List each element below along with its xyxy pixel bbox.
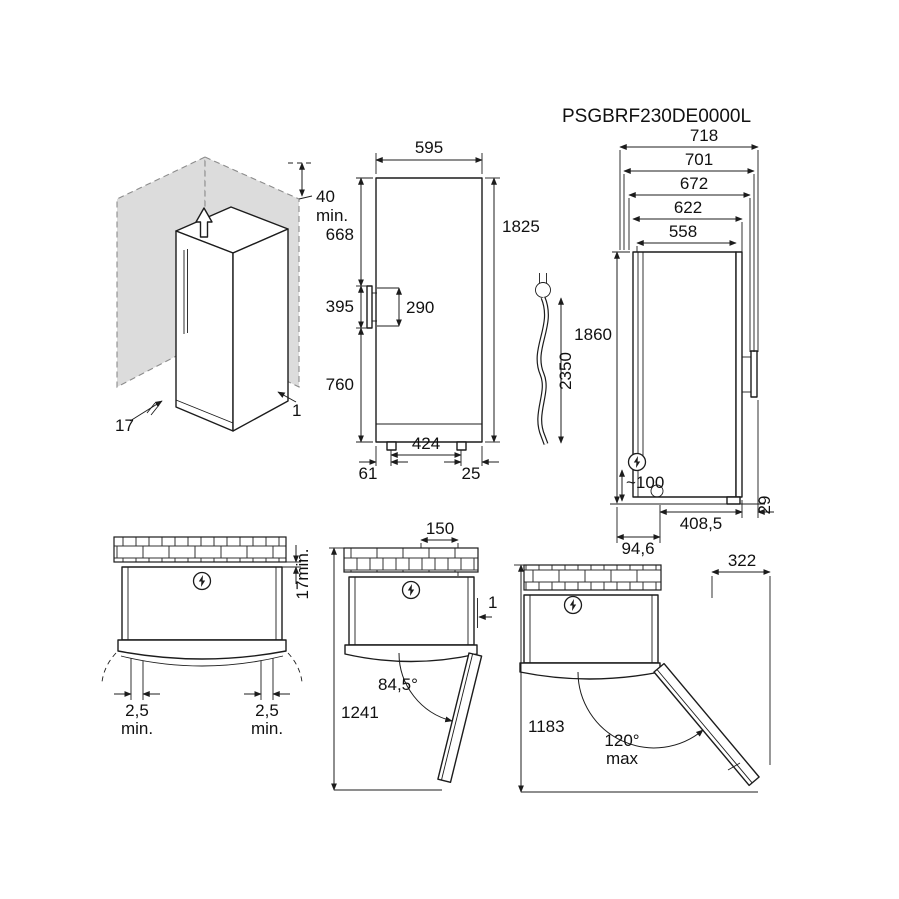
foot-left bbox=[386, 441, 397, 451]
total-depth-label: 1241 bbox=[341, 703, 379, 722]
feet-distance-label: 424 bbox=[412, 434, 440, 453]
floor-gap-left: 17 bbox=[115, 416, 134, 435]
handle-section-label: 395 bbox=[326, 297, 354, 316]
top-section-label: 668 bbox=[326, 225, 354, 244]
top-clearance-value: 40 bbox=[316, 187, 335, 206]
left-gap-unit-label: min. bbox=[121, 719, 153, 738]
height-label: 1825 bbox=[502, 217, 540, 236]
fridge-side bbox=[632, 251, 737, 498]
right-gap-value-label: 2,5 bbox=[255, 701, 279, 720]
fridge-front bbox=[375, 177, 483, 443]
foot-left-offset-label: 61 bbox=[359, 464, 378, 483]
fridge-top bbox=[523, 594, 659, 664]
door-angle-unit-label: max bbox=[606, 749, 639, 768]
door-angle-label: 84,5° bbox=[378, 675, 418, 694]
foot-right-offset-label: 25 bbox=[462, 464, 481, 483]
floor-gap-right: 1 bbox=[292, 401, 301, 420]
model-number: PSGBRF230DE0000L bbox=[562, 106, 751, 127]
up-arrow-icon bbox=[195, 207, 213, 238]
power-connection-symbol bbox=[563, 595, 583, 615]
rear-gap-label: 17min. bbox=[293, 548, 312, 599]
depth-total-label: 718 bbox=[690, 126, 718, 145]
hinge-base bbox=[726, 496, 741, 505]
top-view-door-120: 120° max 322 1183 bbox=[514, 551, 771, 793]
rear-wheel bbox=[650, 484, 664, 498]
power-connection-symbol bbox=[627, 452, 647, 472]
depth-701-label: 701 bbox=[685, 150, 713, 169]
wall-brick bbox=[343, 547, 479, 573]
fridge-3d bbox=[175, 206, 289, 432]
front-view: 595 1825 668 395 760 290 424 bbox=[326, 138, 540, 483]
door-top bbox=[117, 639, 287, 660]
cord-height-label: ~100 bbox=[626, 473, 664, 492]
front-dimensions: 595 1825 668 395 760 290 424 bbox=[326, 138, 540, 483]
door-handle bbox=[366, 285, 373, 329]
depth-handle-label: 672 bbox=[680, 174, 708, 193]
power-cord: 2350 bbox=[535, 273, 575, 445]
front-offset-label: 94,6 bbox=[621, 539, 654, 558]
door-angle-value-label: 120° bbox=[604, 731, 639, 750]
power-connection-symbol bbox=[192, 571, 212, 591]
perspective-dimensions: 40 min. 17 1 bbox=[115, 162, 348, 435]
cord-length-label: 2350 bbox=[556, 352, 575, 390]
width-label: 595 bbox=[415, 138, 443, 157]
bottom-section-label: 760 bbox=[326, 375, 354, 394]
hinge-wall-distance-label: 150 bbox=[426, 519, 454, 538]
left-gap-value-label: 2,5 bbox=[125, 701, 149, 720]
side-view: 718 701 672 622 558 1860 ~100 408,5 94,6… bbox=[574, 126, 774, 558]
base-depth-label: 408,5 bbox=[680, 514, 723, 533]
wall-brick bbox=[113, 536, 287, 563]
door-side bbox=[735, 251, 743, 498]
handle-side bbox=[750, 350, 758, 398]
depth-body-label: 558 bbox=[669, 222, 697, 241]
door-top bbox=[344, 644, 478, 663]
wall-brick bbox=[523, 564, 662, 591]
side-dimensions: 718 701 672 622 558 1860 ~100 408,5 94,6… bbox=[574, 126, 774, 558]
power-connection-symbol bbox=[401, 580, 421, 600]
top-view-door-90: 150 84,5° 1 1241 bbox=[329, 519, 497, 791]
total-depth-label: 1183 bbox=[528, 717, 565, 736]
top-view-wall-clearance: 17min. 2,5 min. 2,5 min. bbox=[101, 536, 312, 738]
side-gap-label: 1 bbox=[488, 593, 497, 612]
depth-door-label: 622 bbox=[674, 198, 702, 217]
wall-clearance-dimensions: 17min. 2,5 min. 2,5 min. bbox=[114, 545, 312, 738]
hinge-offset-label: 29 bbox=[755, 496, 774, 515]
perspective-view: 40 min. 17 1 bbox=[115, 156, 348, 435]
side-clearance-label: 322 bbox=[728, 551, 756, 570]
handle-length-label: 290 bbox=[406, 298, 434, 317]
side-height-label: 1860 bbox=[574, 325, 612, 344]
top-clearance-unit: min. bbox=[316, 206, 348, 225]
open-door bbox=[653, 662, 760, 787]
right-gap-unit-label: min. bbox=[251, 719, 283, 738]
foot-right bbox=[456, 441, 467, 451]
